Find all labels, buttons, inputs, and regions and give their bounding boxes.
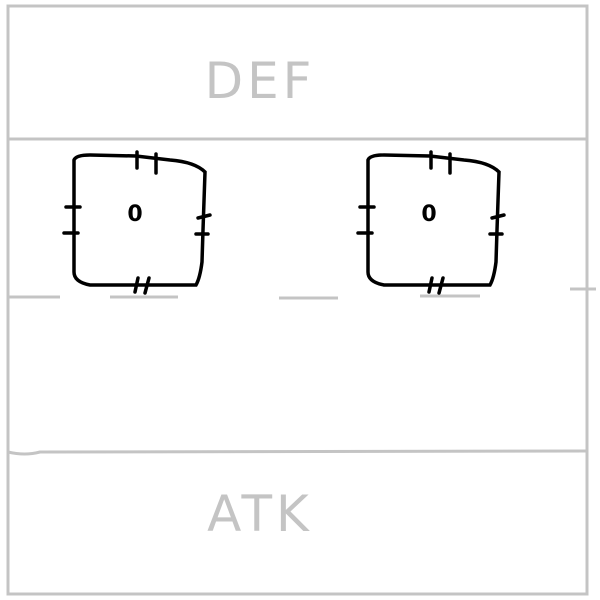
card-value: 0 [421, 202, 437, 227]
defense-zone-label: DEF [204, 52, 316, 110]
card-value: 0 [127, 202, 143, 227]
card-outline-2 [356, 150, 506, 295]
attack-zone-label: ATK [207, 485, 313, 543]
card-slot-1[interactable]: 0 [72, 154, 208, 284]
card-slot-2[interactable]: 0 [366, 154, 502, 284]
atk-zone-divider [7, 449, 588, 456]
board-frame [6, 4, 589, 596]
card-outline-1 [62, 150, 212, 295]
